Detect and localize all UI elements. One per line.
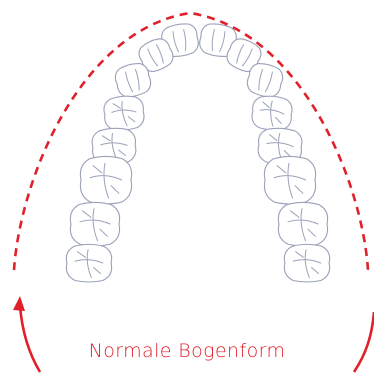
tooth-icon (70, 202, 119, 246)
tooth-outline (278, 202, 327, 246)
tooth-icon (66, 244, 111, 282)
tooth-icon (284, 244, 329, 282)
tooth-outline (103, 95, 145, 132)
tooth-icon (103, 95, 145, 132)
tooth-outline (70, 202, 119, 246)
tooth-outline (66, 244, 111, 282)
tooth-outline (264, 156, 315, 204)
arrow-up-icon (13, 296, 25, 311)
tooth-outline (80, 156, 131, 204)
arch-form-caption: Normale Bogenform (0, 340, 374, 362)
tooth-icon (251, 95, 293, 132)
tooth-icon (278, 202, 327, 246)
tooth-outline (251, 95, 293, 132)
tooth-outline (284, 244, 329, 282)
tooth-icon (80, 156, 131, 204)
tooth-icon (264, 156, 315, 204)
teeth-group (66, 21, 329, 282)
arch-left-solid-curve (20, 306, 40, 372)
